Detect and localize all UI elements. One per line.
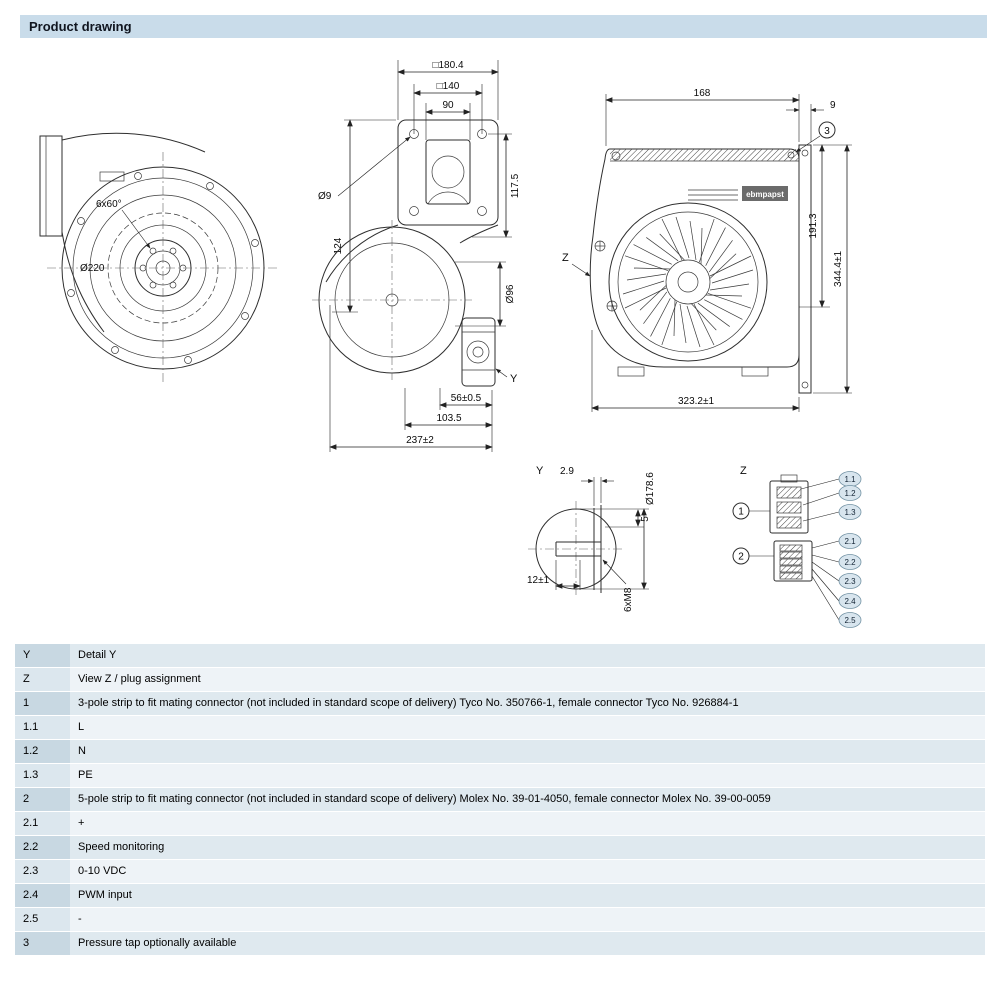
section-header: Product drawing [20,15,987,38]
dim-label-5: 5 [640,516,651,522]
dim-label-168: 168 [694,88,711,99]
pin-label: 2.4 [844,597,856,606]
dim-label-56: 56±0.5 [451,393,482,404]
dim-label-outer-square: □180.4 [432,60,464,71]
row-desc: L [78,721,85,733]
dim-label-6xm8: 6xM8 [623,587,634,612]
table-row: 1.3 PE [15,764,985,788]
row-key: Y [15,644,70,667]
table-row: Y Detail Y [15,644,985,668]
side-view-drawing: ebmpapst [562,88,852,412]
table-row: Z View Z / plug assignment [15,668,985,692]
page-title: Product drawing [29,19,132,34]
row-desc: + [78,817,85,829]
callout-3-label: 3 [824,126,830,137]
dim-label-inner-square: □140 [437,81,460,92]
dim-label-191: 191.3 [808,213,819,238]
pin-label: 1.3 [844,508,856,517]
row-desc: Detail Y [78,649,117,661]
row-key: 2.5 [15,908,70,931]
mounting-strip-hatch [610,149,799,161]
row-key: Z [15,668,70,691]
table-row: 2.4 PWM input [15,884,985,908]
dim-label-1786: Ø178.6 [645,472,656,505]
table-row: 1.2 N [15,740,985,764]
view-z-drawing: Z 1 1.1 1.2 1.3 [732,465,862,628]
pin-label: 2.1 [844,537,856,546]
row-key: 1.2 [15,740,70,763]
legend-table: Y Detail Y Z View Z / plug assignment 1 … [15,644,985,956]
row-key: 2.3 [15,860,70,883]
row-desc: - [78,913,82,925]
impeller-blades [622,216,754,348]
table-row: 3 Pressure tap optionally available [15,932,985,956]
callout-3-circle [818,121,836,139]
pin-label: 2.2 [844,558,856,567]
brand-logo-text: ebmpapst [746,190,784,199]
dim-label-103: 103.5 [436,413,461,424]
dim-label-12: 12±1 [527,575,550,586]
detail-y-drawing: Y 2.9 Ø178.6 5 [527,465,656,612]
view-z-title: Z [740,465,747,477]
technical-drawing: 6x60° Ø220 □180.4 □140 90 [39,60,862,628]
row-key: 3 [15,932,70,955]
row-key: 1.3 [15,764,70,787]
dim-label-bolt-pattern: 6x60° [96,199,122,210]
screw-mark [606,300,618,312]
dim-label-outlet: Ø96 [505,284,516,303]
screw-mark [594,240,606,252]
front-view-drawing: 6x60° Ø220 [39,132,279,384]
table-row: 2 5-pole strip to fit mating connector (… [15,788,985,812]
dim-label-344: 344.4±1 [833,251,844,288]
dim-label-117: 117.5 [510,173,521,198]
table-row: 2.3 0-10 VDC [15,860,985,884]
row-key: 2.1 [15,812,70,835]
row-desc: View Z / plug assignment [78,673,201,685]
flange-view-drawing: □180.4 □140 90 Ø9 124 [312,60,521,452]
row-key: 2.4 [15,884,70,907]
brand-logo-plate [742,186,788,201]
row-key: 1.1 [15,716,70,739]
row-key: 1 [15,692,70,715]
view-marker-z: Z [562,252,569,264]
table-row: 1.1 L [15,716,985,740]
row-desc: N [78,745,86,757]
callout-2-label: 2 [738,552,744,563]
pressure-tap [787,151,795,159]
row-desc: 0-10 VDC [78,865,127,877]
row-desc: Pressure tap optionally available [78,937,237,949]
row-desc: PE [78,769,93,781]
table-row: 1 3-pole strip to fit mating connector (… [15,692,985,716]
row-desc: PWM input [78,889,132,901]
table-row: 2.1 + [15,812,985,836]
callout-1-label: 1 [738,507,744,518]
row-key: 2.2 [15,836,70,859]
row-desc: 5-pole strip to fit mating connector (no… [78,793,771,805]
dim-label-323: 323.2±1 [678,396,715,407]
row-desc: 3-pole strip to fit mating connector (no… [78,697,739,709]
table-row: 2.5 - [15,908,985,932]
dim-label-124: 124 [333,237,344,254]
rim-mounting-lugs [67,172,259,364]
dim-label-9: 9 [830,100,836,111]
pin-label: 1.2 [844,489,856,498]
dim-label-29: 2.9 [560,466,574,477]
detail-marker-y: Y [510,373,518,385]
pin-label: 1.1 [844,475,856,484]
dim-label-hole: Ø9 [318,191,332,202]
dim-label-237: 237±2 [406,435,434,446]
dim-label-diameter-220: Ø220 [80,263,105,274]
pin-label: 2.5 [844,616,856,625]
row-key: 2 [15,788,70,811]
detail-y-title: Y [536,465,544,477]
table-row: 2.2 Speed monitoring [15,836,985,860]
pin-label: 2.3 [844,577,856,586]
row-desc: Speed monitoring [78,841,165,853]
dim-label-90: 90 [442,100,454,111]
